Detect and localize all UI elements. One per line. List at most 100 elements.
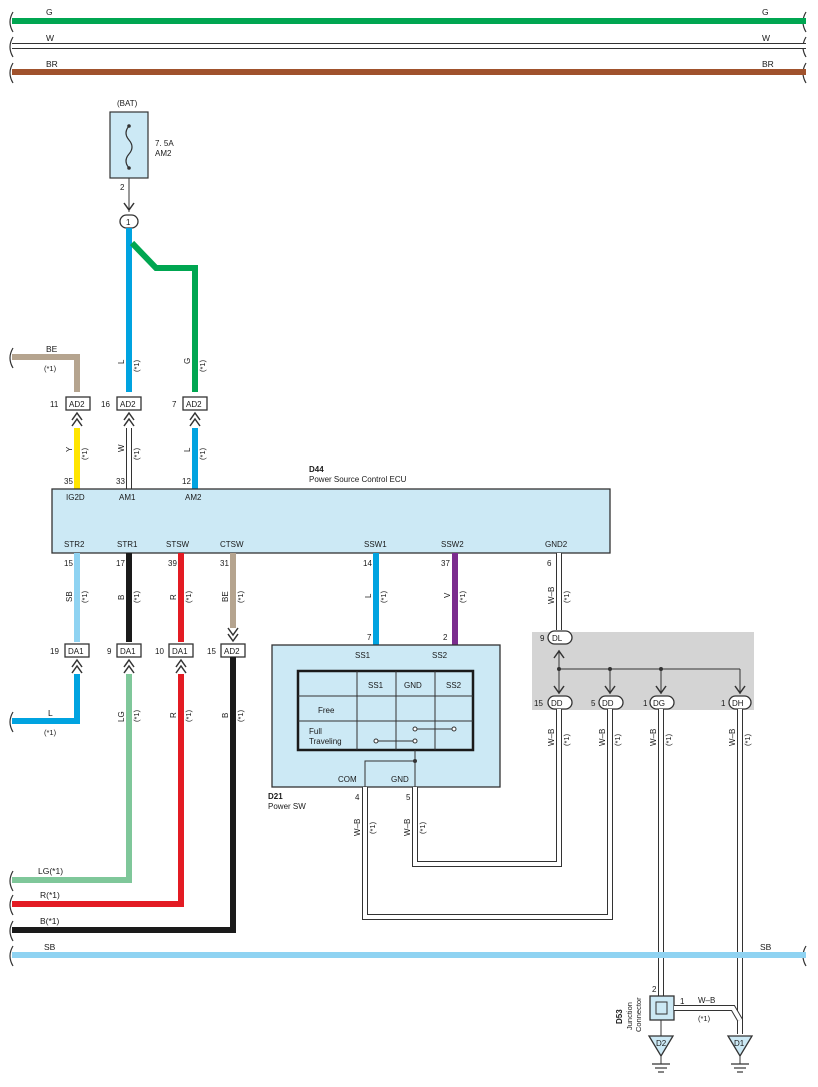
wire-w-code: W: [117, 444, 126, 452]
wire-lg-code: LG: [117, 711, 126, 722]
wire-wb-com-code: W–B: [353, 819, 362, 836]
d53-name2: Connector: [634, 997, 643, 1032]
wire-l-ssw1-code: L: [364, 593, 373, 598]
wire-b-feed: B(*1) B (*1): [9, 657, 245, 942]
ecu-pin-ig2d-num: 35: [64, 477, 73, 486]
wire-lg-feed: LG(*1) LG (*1): [9, 674, 141, 892]
connector-ad2-15-num: 15: [207, 647, 216, 656]
connector-da1-10: DA1 10: [155, 643, 194, 674]
connector-dd-15-num: 15: [534, 699, 543, 708]
connector-arrow-icon: [123, 411, 135, 427]
top-bus-g: G G: [9, 7, 807, 33]
connector-arrow-icon: [123, 202, 135, 212]
table-col-ss1: SS1: [368, 681, 384, 690]
wire-r-code: R: [169, 594, 178, 600]
ground-d2: D2: [647, 1035, 675, 1073]
fuse-icon: [125, 125, 133, 169]
wire-l-upper: L (*1): [117, 228, 141, 392]
table-row-full: Full: [309, 727, 322, 736]
connector-da1-9-num: 9: [107, 647, 112, 656]
connector-dh-name: DH: [732, 699, 744, 708]
wire-wb-gnd2-code: W–B: [547, 587, 556, 604]
top-bus-w-label-left: W: [46, 33, 54, 43]
wire-r-lower-note: (*1): [184, 709, 193, 722]
connector-dg-name: DG: [653, 699, 665, 708]
wire-l-ssw1: 14 L (*1): [363, 553, 388, 645]
wire-sb-note: (*1): [80, 590, 89, 603]
wire-b-code: B: [117, 595, 126, 600]
wire-g-upper: G (*1): [129, 240, 207, 392]
connector-dd-15-name: DD: [551, 699, 563, 708]
fuse-pin: 2: [120, 183, 125, 192]
wire-wb-dd15-to-gnd: W–B (*1) W–B (*1): [403, 709, 571, 867]
wire-wb-com-note: (*1): [368, 821, 377, 834]
wire-wb-dd15-note: (*1): [562, 733, 571, 746]
power-sw-ss2-num: 2: [443, 633, 448, 642]
wire-r-feed: R(*1) R (*1): [9, 674, 193, 916]
ground-d2-label: D2: [656, 1039, 667, 1048]
power-sw-com-num: 4: [355, 793, 360, 802]
wire-w-note: (*1): [132, 447, 141, 460]
wire-v-ssw2: 37 V (*1): [441, 553, 467, 645]
power-sw-id: D21: [268, 792, 283, 801]
wire-b-note: (*1): [132, 590, 141, 603]
sb-bus-label-right: SB: [760, 942, 772, 952]
ecu-pin-ctsw: CTSW: [220, 540, 244, 549]
power-sw-name: Power SW: [268, 802, 306, 811]
wire-wb-dg-code: W–B: [649, 729, 658, 746]
ecu-d44: D44 Power Source Control ECU IG2D AM1 AM…: [51, 465, 611, 554]
connector-dg-num: 1: [643, 699, 648, 708]
fuse-name: AM2: [155, 149, 172, 158]
be-input-label: BE: [46, 344, 58, 354]
power-sw-gnd-label: GND: [391, 775, 409, 784]
connector-da1-10-num: 10: [155, 647, 164, 656]
wire-l-ssw1-note: (*1): [379, 590, 388, 603]
d53-wire-note: (*1): [698, 1014, 711, 1023]
wire-g-upper-note: (*1): [198, 359, 207, 372]
ecu-pin-ig2d: IG2D: [66, 493, 85, 502]
wire-r-lower-code: R: [169, 712, 178, 718]
feed-r-label: R(*1): [40, 890, 60, 900]
ecu-pin-stsw: STSW: [166, 540, 190, 549]
connector-da1-19-num: 19: [50, 647, 59, 656]
wire-v-note: (*1): [458, 590, 467, 603]
connector-ad2-11-name: AD2: [69, 400, 85, 409]
ecu-pin-str2: STR2: [64, 540, 85, 549]
connector-dl-num: 9: [540, 634, 545, 643]
ground-triangle-icon: [726, 1035, 754, 1058]
fuse-rating: 7. 5A: [155, 139, 174, 148]
connector-da1-19: DA1 19: [50, 643, 90, 674]
connector-arrow-icon: [175, 658, 187, 674]
wire-wb-dh-to-d1: W–B (*1): [728, 709, 752, 1034]
wire-wb-gnd-code: W–B: [403, 819, 412, 836]
sb-bus-label-left: SB: [44, 942, 56, 952]
top-bus-w-label-right: W: [762, 33, 770, 43]
ecu-pin-ssw2-num: 37: [441, 559, 450, 568]
connector-dh-num: 1: [721, 699, 726, 708]
table-col-ss2: SS2: [446, 681, 462, 690]
d53-wire-code: W–B: [698, 996, 715, 1005]
d53-pin-top: 2: [652, 985, 657, 994]
connector-arrow-icon: [189, 411, 201, 427]
ecu-pin-gnd2-num: 6: [547, 559, 552, 568]
wire-wb-gnd-note: (*1): [418, 821, 427, 834]
connector-ad2-16: AD2 16: [101, 396, 142, 427]
connector-dd-5-num: 5: [591, 699, 596, 708]
wire-r-note: (*1): [184, 590, 193, 603]
ground-block: DL 9 DD 15 DD 5 DG 1 DH 1: [532, 630, 754, 710]
fuse-source-label: (BAT): [117, 99, 138, 108]
wire-b-lower-code: B: [221, 713, 230, 718]
sb-bus: SB SB: [9, 942, 807, 967]
be-input-note: (*1): [44, 364, 57, 373]
ecu-pin-ctsw-num: 31: [220, 559, 229, 568]
ecu-pin-ssw1-num: 14: [363, 559, 372, 568]
table-row-traveling: Traveling: [309, 737, 342, 746]
wire-l-am2-note: (*1): [198, 447, 207, 460]
connector-arrow-icon: [71, 658, 83, 674]
connector-arrow-icon: [123, 658, 135, 674]
top-bus-br-label-right: BR: [762, 59, 774, 69]
table-row-free: Free: [318, 706, 335, 715]
wire-w-am1: W (*1) 33: [116, 428, 141, 489]
connector-dd-5-name: DD: [602, 699, 614, 708]
wire-lg-note: (*1): [132, 709, 141, 722]
